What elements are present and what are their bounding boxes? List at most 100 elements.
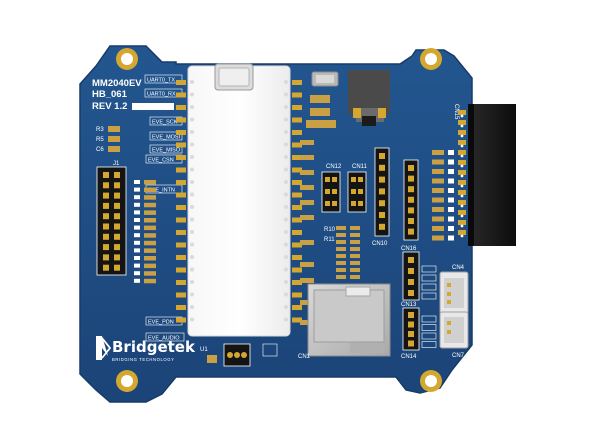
j1-pin	[103, 172, 109, 178]
cn15-fpc-connector[interactable]	[468, 104, 516, 246]
cn15-pad	[458, 160, 466, 165]
castellation	[190, 142, 194, 147]
eve-mosi-box	[149, 131, 183, 141]
module-pad	[292, 130, 302, 135]
castellation	[190, 280, 194, 284]
j1-pin	[114, 223, 120, 230]
j1-pins	[103, 172, 120, 271]
module-pad	[176, 142, 186, 148]
pin-silk-box	[421, 332, 437, 340]
cn15-pad	[458, 210, 466, 215]
resistor-pad	[350, 261, 360, 265]
module-pad	[292, 80, 302, 85]
resistor-pad	[336, 233, 346, 237]
resistor-pad	[350, 275, 360, 279]
mcu-module	[187, 65, 291, 337]
cn7-jst-connector[interactable]	[439, 311, 469, 349]
module-pad	[176, 242, 186, 248]
cn14-pin-header[interactable]	[402, 307, 420, 351]
j1-pin	[114, 172, 120, 178]
cn13-pin-header[interactable]	[402, 251, 420, 301]
module-pad	[292, 155, 302, 160]
resistor-silk	[448, 235, 454, 241]
cn12-pins	[325, 177, 337, 206]
cn15-pad	[458, 150, 466, 155]
resistor-silk	[448, 226, 454, 231]
j1-pin	[114, 182, 120, 189]
cn13-pin	[408, 257, 414, 263]
resistor-silk	[134, 202, 140, 207]
castellation	[284, 317, 288, 322]
cn15-via	[460, 214, 464, 218]
castellation	[284, 292, 288, 297]
cn13-pins	[408, 257, 414, 296]
j1-pin	[114, 213, 120, 220]
cn15-via	[460, 164, 464, 168]
cn10-pin	[379, 176, 385, 183]
cn11-pin-header[interactable]	[347, 171, 367, 213]
cn15-via	[460, 224, 464, 228]
smd-pad	[300, 140, 314, 145]
castellation	[284, 242, 288, 247]
eve-miso-box	[149, 144, 183, 154]
cn4-jst-connector[interactable]	[439, 271, 469, 315]
castellation	[284, 217, 288, 222]
resistor-silk	[134, 210, 140, 215]
resistor-silk	[134, 278, 140, 283]
header-pin	[351, 177, 356, 182]
resistor-pad	[144, 202, 156, 208]
mid-resistors	[336, 226, 360, 279]
ref-cn15: CN15	[453, 104, 459, 120]
resistor-pad	[336, 254, 346, 258]
smd-pad	[300, 240, 314, 245]
castellation	[284, 92, 288, 97]
module-pad	[176, 305, 186, 310]
resistor-silk	[448, 216, 454, 222]
castellation	[190, 230, 194, 234]
eve-mosi-label: EVE_MOSI	[152, 135, 181, 141]
resistor-pad	[350, 226, 360, 230]
cn12-pin-header[interactable]	[321, 171, 341, 213]
header-pin	[351, 201, 356, 206]
ref-cn4: CN4	[452, 265, 465, 271]
resistor-pad	[336, 275, 346, 279]
resistor-pad	[144, 248, 156, 253]
pin-silk-box	[421, 324, 437, 331]
resistor-pad	[336, 268, 346, 272]
cn15-via	[460, 154, 464, 158]
cn16-pin	[408, 186, 414, 193]
uart0-rx-label: UART0_RX	[147, 92, 176, 98]
resistor-silk	[134, 256, 140, 260]
module-pad	[292, 205, 302, 210]
resistor-silk	[448, 178, 454, 184]
resistor-silk	[134, 271, 140, 276]
castellation	[190, 292, 194, 297]
smd-pad	[300, 155, 314, 160]
castellation	[190, 317, 194, 322]
cn15-via	[460, 204, 464, 208]
resistor-pad	[144, 218, 156, 223]
smd-pad	[300, 300, 314, 305]
module-pad	[176, 280, 186, 285]
cn15-pad	[458, 120, 466, 125]
uart0-tx-box	[144, 74, 183, 84]
cn15-pad	[458, 170, 466, 175]
module-right-pads	[292, 80, 302, 323]
resistor-pad	[350, 268, 360, 272]
resistor-pad	[144, 180, 156, 185]
cn11-pins	[351, 177, 363, 206]
castellation	[284, 205, 288, 209]
module-pad	[292, 230, 302, 235]
castellation	[190, 242, 194, 247]
module-pad	[176, 117, 186, 123]
j1-pin	[114, 202, 120, 209]
pin-silk-box	[421, 274, 437, 282]
j1-pin	[103, 202, 109, 209]
j1-pin	[114, 264, 120, 271]
resistor-pad	[432, 188, 444, 193]
resistor-silk	[448, 150, 454, 155]
cn14-pins	[408, 312, 414, 347]
eve-miso-label: EVE_MISO	[152, 148, 181, 154]
j1-pin	[103, 233, 109, 240]
j1-pin-header[interactable]	[96, 166, 127, 276]
